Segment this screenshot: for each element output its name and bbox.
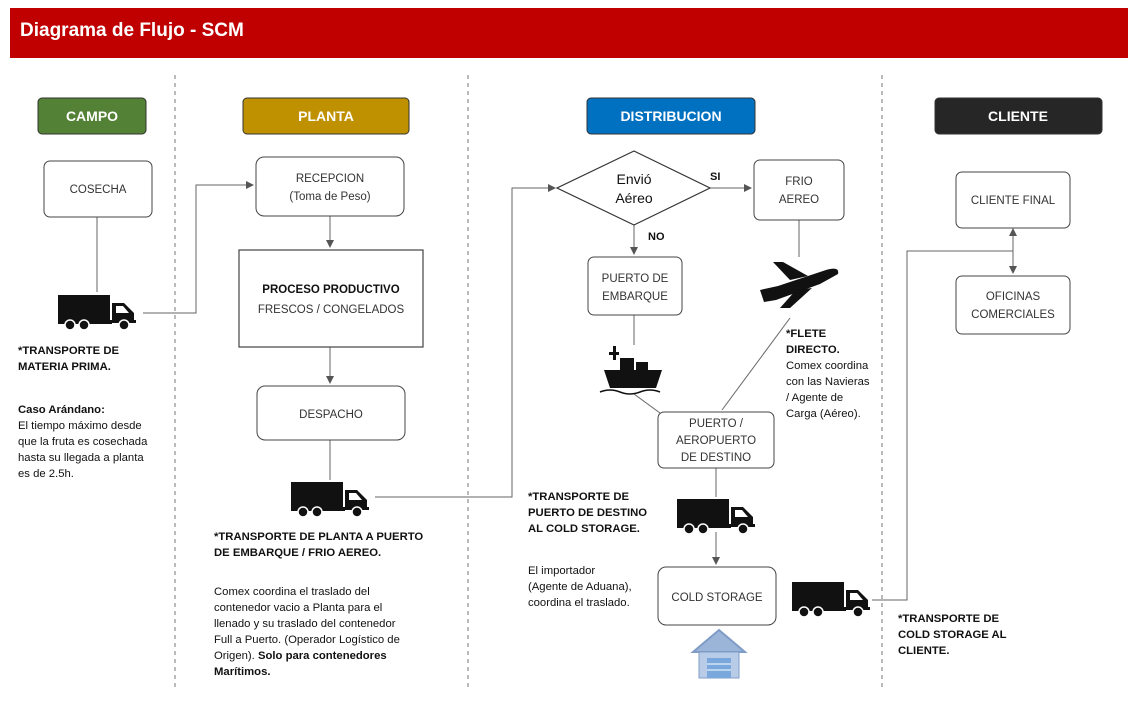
note-planta-line-8: Marítimos.: [214, 666, 271, 678]
decision-label-2: Aéreo: [615, 190, 653, 206]
note-caso-title: Caso Arándano:: [18, 404, 105, 416]
note-caso-line-1: El tiempo máximo desde: [18, 420, 142, 432]
note-transporte-planta-puerto: *TRANSPORTE DE PLANTA A PUERTO DE EMBARQ…: [214, 529, 423, 561]
note-planta-line-1: *TRANSPORTE DE PLANTA A PUERTO: [214, 531, 424, 543]
note-destino-line-3: AL COLD STORAGE.: [528, 523, 640, 535]
note-planta-line-2: DE EMBARQUE / FRIO AEREO.: [214, 547, 382, 559]
note-flete-line-6: Carga (Aéreo).: [786, 408, 861, 420]
header-distribucion: DISTRIBUCION: [586, 97, 756, 135]
note-flete-line-1: *FLETE: [786, 328, 827, 340]
decision-label-1: Envió: [616, 171, 651, 187]
header-campo-label: CAMPO: [66, 108, 118, 124]
truck-icon: [290, 481, 370, 518]
airplane-icon: [760, 262, 839, 308]
truck-icon: [676, 498, 756, 535]
header-planta-label: PLANTA: [298, 108, 354, 124]
note-flete-line-5: / Agente de: [786, 392, 844, 404]
box-proceso-label-1: PROCESO PRODUCTIVO: [262, 284, 399, 296]
label-si: SI: [710, 171, 720, 183]
page-title: Diagrama de Flujo - SCM: [20, 20, 244, 41]
note-cliente-line-1: *TRANSPORTE DE: [898, 613, 1000, 625]
box-oficinas-label-2: COMERCIALES: [971, 309, 1055, 321]
box-recepcion-label-2: (Toma de Peso): [289, 191, 370, 203]
truck-icon: [58, 294, 137, 331]
note-importador-line-1: El importador: [528, 565, 596, 577]
box-proceso-label-2: FRESCOS / CONGELADOS: [258, 304, 405, 316]
note-destino-line-1: *TRANSPORTE DE: [528, 491, 630, 503]
connector-airplane-destino: [721, 317, 791, 411]
box-recepcion-label-1: RECEPCION: [296, 173, 364, 185]
note-planta-line-5: llenado y su traslado del contenedor: [214, 618, 396, 630]
box-oficinas-label-1: OFICINAS: [986, 291, 1041, 303]
note-cliente-line-3: CLIENTE.: [898, 645, 950, 657]
box-despacho: DESPACHO: [256, 385, 406, 441]
note-destino-line-2: PUERTO DE DESTINO: [528, 507, 648, 519]
connector-truck-recepcion: [143, 181, 254, 314]
title-bar: Diagrama de Flujo - SCM: [10, 8, 1128, 58]
box-recepcion: RECEPCION (Toma de Peso): [255, 156, 405, 217]
box-cliente-final-label: CLIENTE FINAL: [971, 195, 1056, 207]
ship-icon: [599, 346, 662, 395]
header-cliente: CLIENTE: [934, 97, 1103, 135]
box-cosecha-label: COSECHA: [70, 184, 127, 196]
note-importador: El importador (Agente de Aduana), coordi…: [528, 563, 632, 611]
label-no: NO: [648, 231, 665, 243]
note-caso-line-4: es de 2.5h.: [18, 468, 74, 480]
box-cold-storage: COLD STORAGE: [657, 566, 777, 626]
note-flete-line-2: DIRECTO.: [786, 344, 840, 356]
note-transporte-materia-prima: *TRANSPORTE DE MATERIA PRIMA.: [18, 343, 119, 375]
note-planta-line-7b: Solo para contenedores: [257, 650, 387, 662]
box-cosecha: COSECHA: [43, 160, 153, 218]
box-frio-label-1: FRIO: [785, 176, 813, 188]
connector-cold-cliente: [872, 250, 1013, 601]
header-planta: PLANTA: [242, 97, 410, 135]
connectors: [96, 181, 1017, 601]
note-importador-line-3: coordina el traslado.: [528, 597, 630, 609]
box-frio-label-2: AEREO: [779, 194, 819, 206]
note-campo-line-1: *TRANSPORTE DE: [18, 345, 120, 357]
note-caso-arandano: Caso Arándano: El tiempo máximo desde qu…: [18, 402, 147, 482]
box-puerto-embarque: PUERTO DE EMBARQUE: [587, 256, 683, 316]
note-planta-line-4: contenedor vacio a Planta para el: [214, 602, 383, 614]
box-puerto-destino: PUERTO / AEROPUERTO DE DESTINO: [657, 411, 775, 469]
box-despacho-label: DESPACHO: [299, 409, 363, 421]
connector-ship-destino: [633, 393, 661, 414]
box-cold-storage-label: COLD STORAGE: [671, 592, 762, 604]
note-campo-line-2: MATERIA PRIMA.: [18, 361, 111, 373]
header-cliente-label: CLIENTE: [988, 108, 1048, 124]
note-flete-directo: *FLETE DIRECTO. Comex coordina con las N…: [786, 326, 870, 422]
box-puerto-embarque-label-1: PUERTO DE: [602, 273, 669, 285]
note-importador-line-2: (Agente de Aduana),: [528, 581, 632, 593]
note-planta-line-6: Full a Puerto. (Operador Logístico de: [214, 634, 400, 646]
note-flete-line-4: con las Navieras: [786, 376, 870, 388]
header-campo: CAMPO: [37, 97, 147, 135]
note-transporte-puerto-destino: *TRANSPORTE DE PUERTO DE DESTINO AL COLD…: [528, 489, 647, 537]
warehouse-icon: [690, 628, 748, 679]
box-proceso-productivo: PROCESO PRODUCTIVO FRESCOS / CONGELADOS: [238, 249, 424, 348]
truck-icon: [791, 581, 871, 618]
note-caso-line-2: que la fruta es cosechada: [18, 436, 148, 448]
box-frio-aereo: FRIO AEREO: [753, 159, 845, 221]
note-planta-line-7a: Origen).: [214, 650, 258, 662]
box-puerto-embarque-label-2: EMBARQUE: [602, 291, 668, 303]
note-flete-line-3: Comex coordina: [786, 360, 869, 372]
note-planta-line-3: Comex coordina el traslado del: [214, 586, 370, 598]
decision-envio-aereo: Envió Aéreo: [555, 150, 712, 226]
box-puerto-destino-label-3: DE DESTINO: [681, 452, 751, 464]
note-transporte-cold-storage-cliente: *TRANSPORTE DE COLD STORAGE AL CLIENTE.: [898, 611, 1007, 659]
box-puerto-destino-label-2: AEROPUERTO: [676, 435, 756, 447]
note-comex-planta: Comex coordina el traslado del contenedo…: [214, 584, 400, 680]
note-caso-line-3: hasta su llegada a planta: [18, 452, 144, 464]
note-cliente-line-2: COLD STORAGE AL: [898, 629, 1007, 641]
header-distribucion-label: DISTRIBUCION: [620, 108, 721, 124]
connector-truck-envio: [375, 184, 556, 498]
box-oficinas-comerciales: OFICINAS COMERCIALES: [955, 275, 1071, 335]
box-cliente-final: CLIENTE FINAL: [955, 171, 1071, 229]
box-puerto-destino-label-1: PUERTO /: [689, 418, 744, 430]
